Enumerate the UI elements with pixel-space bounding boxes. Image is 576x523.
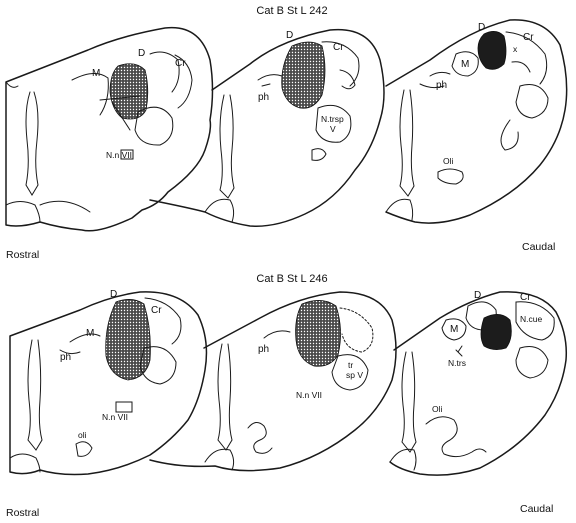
structure-D-boundary [150, 52, 192, 108]
label-D: D [110, 289, 117, 300]
label-D: D [474, 290, 481, 301]
lesion-area [296, 300, 341, 366]
label-M: M [86, 328, 94, 339]
internal-line [264, 331, 290, 338]
label-Cr: Cr [520, 292, 531, 303]
midline-fissure [402, 352, 416, 452]
bottom-section-1: D Cr M ph N.n VII oli [10, 289, 206, 475]
top-section-3: D Cr x M ph Oli [386, 20, 567, 223]
label-D: D [138, 48, 145, 59]
lesion-area [282, 42, 325, 108]
midline-fissure [400, 90, 414, 196]
label-M: M [461, 59, 469, 70]
label-x: x [513, 44, 518, 54]
label-Cr: Cr [151, 305, 162, 316]
internal-curve [501, 120, 518, 150]
section-outline [10, 292, 206, 475]
olive-squiggle [426, 417, 486, 457]
midline-fissure [28, 340, 42, 450]
ventral-bulge [390, 449, 416, 470]
midline-fissure [220, 95, 234, 198]
ventral-bulge [10, 454, 40, 472]
lesion-area [110, 64, 148, 119]
label-nucleus: N.n VII [296, 390, 322, 400]
bottom-caudal-label: Caudal [520, 503, 553, 515]
small-box [116, 402, 132, 412]
top-section-1: M D Cr N.n VII [6, 28, 213, 231]
label-ncue: N.cue [520, 314, 542, 324]
midline-fissure [26, 92, 38, 195]
small-structure [438, 169, 463, 184]
label-Cr: Cr [333, 42, 344, 53]
small-structure [76, 442, 92, 457]
dorsal-edge [6, 82, 18, 87]
label-Cr: Cr [523, 32, 534, 43]
inner-boundary [72, 73, 108, 115]
lesion-area [478, 31, 506, 69]
structure-dotted [340, 308, 373, 352]
label-oli: oli [78, 430, 87, 440]
top-rostral-label: Rostral [6, 249, 39, 261]
bottom-section-3: D Cr M N.cue N.trs Oli [390, 290, 566, 475]
top-caudal-label: Caudal [522, 241, 555, 253]
lesion-area [481, 314, 511, 349]
top-panel: Cat B St L 242 M D Cr N.n VII [6, 5, 567, 261]
section-outline [150, 292, 396, 471]
label-nucleus: N.n VII [102, 412, 128, 422]
small-structure [456, 346, 462, 356]
lesion-area [106, 299, 151, 380]
label-D: D [478, 22, 485, 33]
structure-round [516, 85, 548, 119]
structure-round [516, 347, 548, 379]
label-spV: sp V [346, 370, 363, 380]
label-oli: Oli [443, 156, 454, 166]
label-ph: ph [258, 92, 269, 103]
bottom-panel-title: Cat B St L 246 [256, 273, 327, 285]
bottom-panel: Cat B St L 246 D Cr M ph N.n VII oli [6, 273, 566, 519]
internal-line [258, 75, 282, 86]
label-ntrsp: N.trsp [321, 114, 344, 124]
label-ph: ph [436, 80, 447, 91]
label-nucleus: N.n VII [106, 150, 132, 160]
label-ntrs: N.trs [448, 358, 466, 368]
midline-fissure [218, 344, 232, 450]
small-structure [312, 149, 326, 161]
label-Cr: Cr [175, 58, 186, 69]
label-M: M [92, 68, 100, 79]
label-M: M [450, 324, 458, 335]
top-panel-title: Cat B St L 242 [256, 5, 327, 17]
label-ph: ph [258, 344, 269, 355]
label-oli: Oli [432, 404, 443, 414]
ventral-bulge [6, 201, 90, 222]
label-V: V [330, 124, 336, 134]
bottom-section-2: ph tr sp V N.n VII [150, 292, 396, 471]
label-ph: ph [60, 352, 71, 363]
label-tr: tr [348, 360, 353, 370]
squiggle [248, 422, 272, 453]
label-D: D [286, 30, 293, 41]
bottom-rostral-label: Rostral [6, 507, 39, 519]
